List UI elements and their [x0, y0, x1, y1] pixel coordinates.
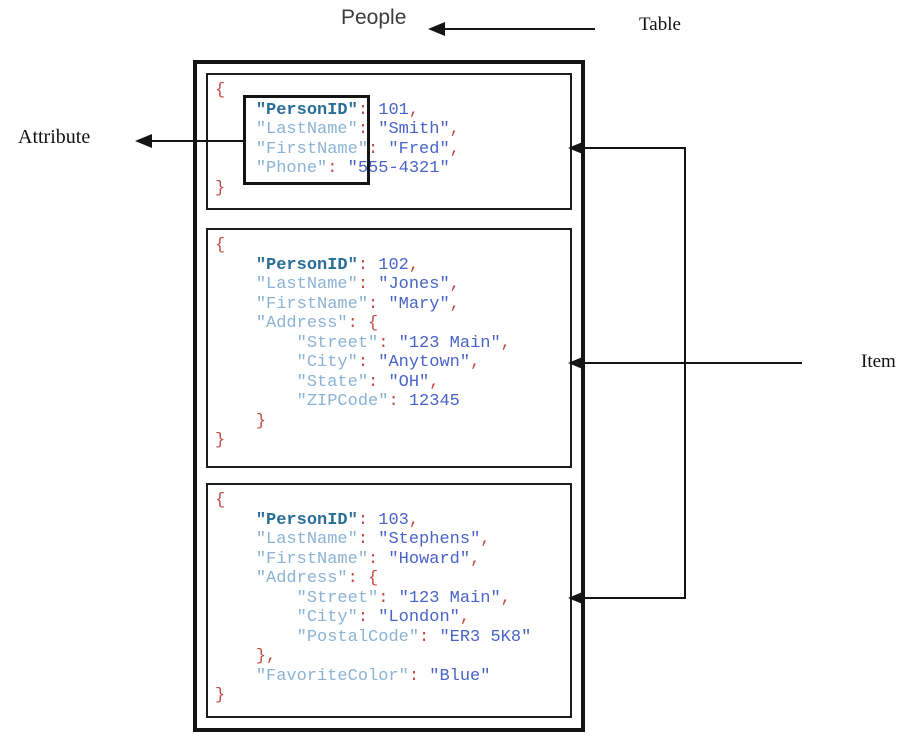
code-line: "FirstName": "Mary",: [255, 294, 460, 314]
item-label: Item: [861, 351, 896, 372]
code-line: "ZIPCode": 12345: [296, 392, 460, 411]
item-card-3: { "PersonID": 103, "LastName": "Stephens…: [206, 483, 572, 718]
code-line: "Street": "123 Main",: [296, 588, 511, 608]
code-line: "Address": {: [255, 314, 379, 333]
table-title: People: [341, 6, 407, 29]
attribute-arrowhead-icon: [135, 134, 152, 148]
code-line: }: [215, 178, 226, 198]
item-arrowhead-bottom-icon: [568, 591, 585, 605]
code-line: {: [215, 236, 226, 255]
code-line: }: [215, 686, 226, 705]
code-line: "City": "London",: [296, 608, 471, 627]
code-line: }: [215, 431, 226, 450]
item-arrowhead-middle-icon: [568, 356, 585, 370]
item-arrow-line-top: [584, 147, 686, 149]
code-line: "PersonID": 102,: [255, 255, 420, 275]
code-line: "City": "Anytown",: [296, 353, 481, 372]
item-card-2: { "PersonID": 102, "LastName": "Jones", …: [206, 228, 572, 468]
table-arrowhead-icon: [428, 22, 445, 36]
code-line: "LastName": "Smith",: [255, 120, 460, 139]
code-line: "FavoriteColor": "Blue": [255, 666, 491, 686]
code-line: "State": "OH",: [296, 372, 440, 392]
item-connector-vertical-line: [684, 147, 686, 599]
code-line: "PostalCode": "ER3 5K8": [296, 627, 532, 647]
item-arrowhead-top-icon: [568, 141, 585, 155]
attribute-box: [243, 95, 370, 185]
attribute-label: Attribute: [18, 126, 91, 148]
code-line: "LastName": "Jones",: [255, 275, 460, 294]
item-arrow-line-middle: [584, 362, 802, 364]
code-line: },: [255, 647, 277, 666]
table-arrow-line: [443, 28, 595, 30]
code-line: {: [215, 491, 226, 510]
code-line: "PersonID": 101,: [255, 100, 420, 120]
code-line: "LastName": "Stephens",: [255, 530, 491, 549]
code-line: "PersonID": 103,: [255, 510, 420, 530]
code-line: "Address": {: [255, 569, 379, 588]
code-line: {: [215, 81, 226, 100]
code-line: "FirstName": "Fred",: [255, 139, 460, 159]
attribute-arrow-line: [150, 140, 243, 142]
table-label: Table: [639, 14, 681, 35]
code-line: "Street": "123 Main",: [296, 333, 511, 353]
code-line: "FirstName": "Howard",: [255, 549, 481, 569]
item-arrow-line-bottom: [584, 597, 686, 599]
code-line: "Phone": "555-4321": [255, 159, 450, 178]
code-line: }: [255, 411, 267, 431]
